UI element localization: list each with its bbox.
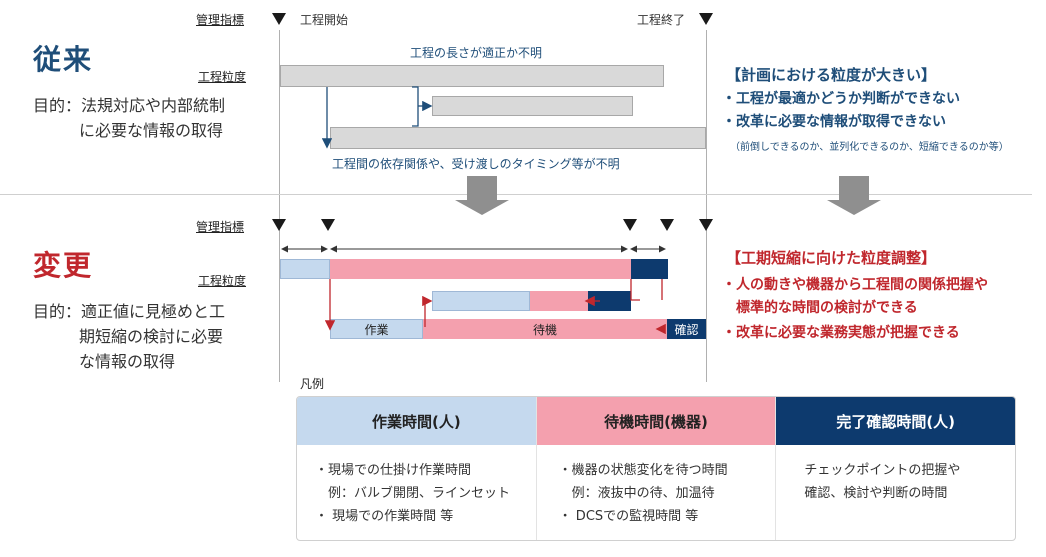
start-marker-icon <box>272 13 286 25</box>
legend-body-work: ・現場での仕掛け作業時間 例：バルブ開閉、ラインセット ・ 現場での作業時間 等 <box>297 445 536 528</box>
legacy-issue-sub: （前倒しできるのか、並列化できるのか、短縮できるのか等） <box>730 142 1009 153</box>
legend-box: 作業時間(人) ・現場での仕掛け作業時間 例：バルブ開閉、ラインセット ・ 現場… <box>296 396 1016 541</box>
change-marker-1-icon <box>272 219 286 231</box>
legacy-title: 従来 <box>33 43 94 76</box>
legacy-bracket <box>412 86 419 127</box>
change-marker-2-icon <box>321 219 335 231</box>
legend-wait-line-1: ・機器の状態変化を待つ時間 <box>558 463 728 478</box>
management-label-bottom: 管理指標 <box>196 220 245 234</box>
legacy-granularity-label: 工程粒度 <box>198 70 247 84</box>
change-marker-4-icon <box>660 219 674 231</box>
change-row1-work <box>280 259 330 279</box>
big-down-arrow-1 <box>455 176 509 215</box>
legend-body-confirm: チェックポイントの把握や 確認、検討や判断の時間 <box>776 445 1015 505</box>
big-down-arrow-2 <box>827 176 881 215</box>
change-title: 変更 <box>33 249 94 282</box>
legacy-bar-3 <box>330 127 706 149</box>
change-row3-wait: 待機 <box>423 319 667 339</box>
legacy-note-top: 工程の長さが適正か不明 <box>410 46 543 60</box>
change-issue-head: 【工期短縮に向けた粒度調整】 <box>726 249 937 267</box>
legend-label: 凡例 <box>300 377 325 391</box>
end-label: 工程終了 <box>637 13 686 27</box>
legend-wait-line-3: ・ DCSでの監視時間 等 <box>558 509 699 524</box>
legend-header-wait: 待機時間(機器) <box>536 397 776 445</box>
change-issue-item-3: ・改革に必要な業務実態が把握できる <box>722 325 960 341</box>
legacy-issue-head: 【計画における粒度が大きい】 <box>726 66 937 84</box>
change-row2-wait <box>530 291 588 311</box>
legacy-note-bottom: 工程間の依存関係や、受け渡しのタイミング等が不明 <box>332 157 620 171</box>
change-row1-wait <box>330 259 631 279</box>
legend-work-line-1: ・現場での仕掛け作業時間 <box>315 463 472 478</box>
change-purpose-line2: 期短縮の検討に必要 <box>79 327 224 346</box>
legacy-purpose-line2: に必要な情報の取得 <box>79 121 224 140</box>
end-marker-icon <box>699 13 713 25</box>
change-marker-3-icon <box>623 219 637 231</box>
legend-confirm-line-1: チェックポイントの把握や <box>804 463 961 478</box>
legend-header-work: 作業時間(人) <box>297 397 536 445</box>
change-issue-item-1: ・人の動きや機器から工程間の関係把握や <box>722 277 988 293</box>
legend-confirm-line-2: 確認、検討や判断の時間 <box>804 486 948 501</box>
management-label-top: 管理指標 <box>196 13 245 27</box>
change-arrow-up-1 <box>422 295 433 327</box>
legend-wait-line-2: 例：液抜中の待、加温待 <box>558 486 715 501</box>
change-marker-5-icon <box>699 219 713 231</box>
change-row3-confirm: 確認 <box>667 319 706 339</box>
start-guide-line <box>279 30 280 382</box>
legend-work-line-2: 例：バルブ開閉、ラインセット <box>315 486 511 501</box>
section-divider <box>0 194 1032 195</box>
change-granularity-label: 工程粒度 <box>198 274 247 288</box>
start-label: 工程開始 <box>300 13 349 27</box>
legacy-issue-item-1: ・工程が最適かどうか判断ができない <box>722 91 960 107</box>
legend-col-confirm: 完了確認時間(人) チェックポイントの把握や 確認、検討や判断の時間 <box>776 397 1015 540</box>
change-purpose-line1: 目的：適正値に見極めと工 <box>33 302 226 321</box>
legend-col-wait: 待機時間(機器) ・機器の状態変化を待つ時間 例：液抜中の待、加温待 ・ DCS… <box>536 397 777 540</box>
change-purpose-line3: な情報の取得 <box>79 352 176 371</box>
change-issue-item-2: 標準的な時間の検討ができる <box>722 300 918 316</box>
legacy-issue-item-2: ・改革に必要な情報が取得できない <box>722 114 946 130</box>
legacy-purpose-line1: 目的：法規対応や内部統制 <box>33 96 226 115</box>
legend-body-wait: ・機器の状態変化を待つ時間 例：液抜中の待、加温待 ・ DCSでの監視時間 等 <box>537 445 776 528</box>
legend-col-work: 作業時間(人) ・現場での仕掛け作業時間 例：バルブ開閉、ラインセット ・ 現場… <box>297 397 537 540</box>
end-guide-line <box>706 30 707 382</box>
legacy-bar-1 <box>280 65 664 87</box>
change-arrow-down-2 <box>630 279 640 301</box>
legend-work-line-3: ・ 現場での作業時間 等 <box>315 509 454 524</box>
legend-header-confirm: 完了確認時間(人) <box>776 397 1015 445</box>
change-row2-confirm <box>588 291 631 311</box>
change-row1-confirm <box>631 259 668 279</box>
